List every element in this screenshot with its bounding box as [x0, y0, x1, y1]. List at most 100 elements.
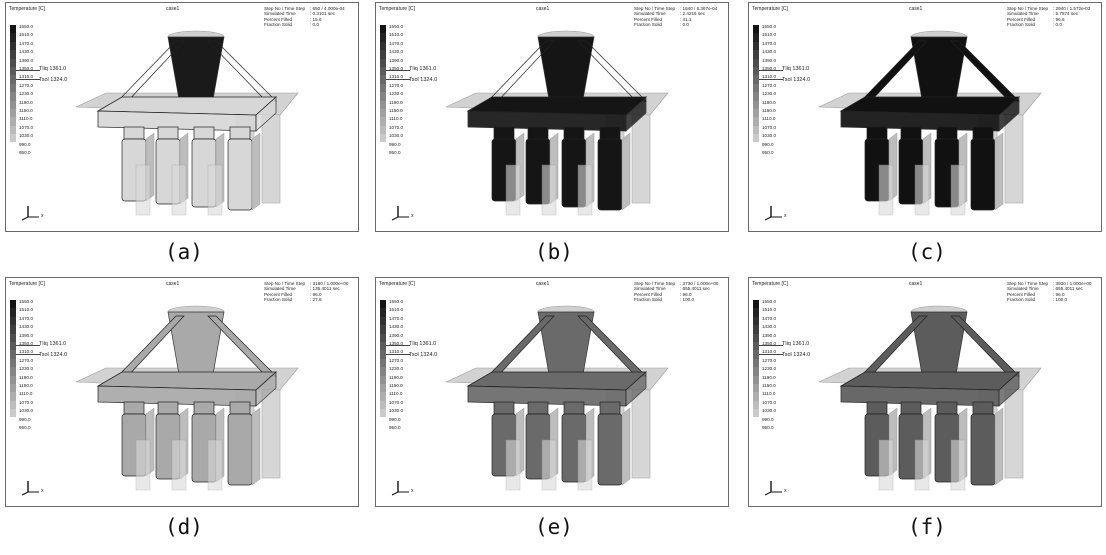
tliq-label: Tliq 1361.0 [409, 341, 437, 347]
scale-swatch [380, 325, 386, 334]
scale-tick-label: 1070.0 [762, 399, 777, 405]
tliq-label: Tliq 1361.0 [39, 341, 67, 347]
tliq-marker [386, 70, 410, 71]
tliq-label: Tliq 1361.0 [39, 66, 67, 72]
info-key: Step No / Time Step [1007, 6, 1049, 11]
scale-tick-label: 1230.0 [389, 366, 404, 372]
info-value: : 1640 / 6.367e-04 [680, 6, 718, 11]
scale-tick-label: 1350.0 [762, 341, 777, 347]
scale-swatch [380, 58, 386, 67]
scale-swatch [380, 308, 386, 317]
scale-tick-label: 1550.0 [389, 24, 404, 29]
info-row: Fraction Solid: 0.0 [264, 22, 345, 27]
scale-swatch [380, 358, 386, 368]
scale-tick-label: 1350.0 [19, 66, 34, 72]
scale-swatch [753, 333, 759, 342]
axis-x-label: x [41, 488, 44, 494]
info-row: Percent Filled: 96.0 [1007, 292, 1091, 297]
info-key: Percent Filled [264, 16, 293, 22]
scale-swatch [753, 392, 759, 401]
case-label: case1 [536, 6, 550, 12]
scale-tick-label: 1310.0 [762, 74, 777, 80]
scale-swatch [380, 350, 386, 359]
scale-tick-label: 1190.0 [389, 99, 403, 105]
scale-swatch [10, 341, 16, 351]
scale-swatch [753, 58, 759, 67]
scale-tick-label: 1190.0 [762, 99, 776, 105]
scale-swatch [10, 33, 16, 42]
scale-tick-label: 1550.0 [389, 299, 404, 304]
scale-tick-label: 1390.0 [389, 57, 404, 63]
scale-tick-label: 1310.0 [19, 74, 34, 80]
scale-tick-label: 1310.0 [389, 349, 404, 355]
scale-tick-label: 1030.0 [389, 133, 404, 139]
info-value: : 2940 / 1.572e-03 [1053, 6, 1091, 11]
scale-swatch [10, 409, 16, 418]
scale-swatch [10, 134, 16, 143]
axis-x-label: x [41, 213, 44, 219]
case-label: case1 [166, 6, 180, 12]
scale-tick-label: 1350.0 [389, 341, 404, 347]
simulation-panel: Temperature [C] case1 Step No / Time Step:… [375, 2, 729, 232]
axis-triad: x [20, 203, 46, 223]
scale-swatch [753, 325, 759, 334]
case-label: case1 [536, 281, 550, 287]
legend-title: Temperature [C] [752, 281, 788, 287]
scale-tick-label: 950.0 [389, 150, 401, 156]
scale-tick-label: 1310.0 [19, 349, 34, 355]
tsol-marker [386, 354, 410, 355]
scale-tick-label: 1230.0 [762, 91, 777, 97]
info-key: Percent Filled [634, 16, 663, 22]
scale-tick-label: 1030.0 [19, 133, 34, 139]
scale-swatch [380, 341, 386, 351]
scale-swatch [753, 383, 759, 393]
scale-swatch [380, 375, 386, 384]
color-scale [10, 300, 16, 418]
scale-tick-label: 1430.0 [389, 49, 404, 55]
scale-tick-label: 1510.0 [19, 32, 34, 38]
scale-swatch [10, 41, 16, 51]
scale-tick-label: 1430.0 [389, 324, 404, 330]
scale-swatch [10, 400, 16, 410]
info-row: Fraction Solid: 100.0 [1007, 297, 1091, 302]
scale-swatch [380, 134, 386, 143]
tsol-label: Tsol 1324.0 [409, 352, 438, 358]
scale-tick-label: 1310.0 [389, 74, 404, 80]
scale-tick-label: 1310.0 [762, 349, 777, 355]
scale-tick-label: 1030.0 [762, 133, 777, 139]
scale-swatch [10, 92, 16, 101]
info-key: Fraction Solid [264, 297, 293, 303]
axis-x-label: x [784, 488, 787, 494]
scale-tick-label: 990.0 [389, 416, 401, 422]
info-key: Simulated Time [1007, 11, 1039, 17]
subfigure-label: (f) [908, 515, 946, 539]
tliq-marker [16, 345, 40, 346]
info-row: Step No / Time Step: 1640 / 6.367e-04 [634, 6, 717, 11]
scale-swatch [380, 100, 386, 109]
scale-swatch [10, 300, 16, 309]
scale-swatch [380, 117, 386, 126]
info-value: : 41.1 [680, 16, 692, 22]
scale-tick-label: 1270.0 [389, 82, 404, 88]
scale-swatch [753, 66, 759, 76]
info-value: : 3180 / 1.000e+00 [310, 281, 349, 286]
info-row: Percent Filled: 96.0 [264, 292, 348, 297]
scale-tick-label: 1270.0 [762, 82, 777, 88]
legend-title: Temperature [C] [379, 6, 415, 12]
scale-swatch [10, 333, 16, 342]
info-value: : 650 / 4.000e-04 [310, 6, 345, 11]
color-scale [753, 300, 759, 418]
scale-tick-label: 1430.0 [19, 49, 34, 55]
info-key: Simulated Time [264, 286, 296, 292]
info-key: Step No / Time Step [264, 281, 306, 286]
info-value: : 655.4011 sec [680, 286, 710, 292]
info-row: Percent Filled: 96.0 [634, 292, 718, 297]
casting-drawing [818, 305, 1042, 491]
info-value: : 5.7574 sec [1053, 11, 1079, 17]
scale-swatch [380, 300, 386, 309]
